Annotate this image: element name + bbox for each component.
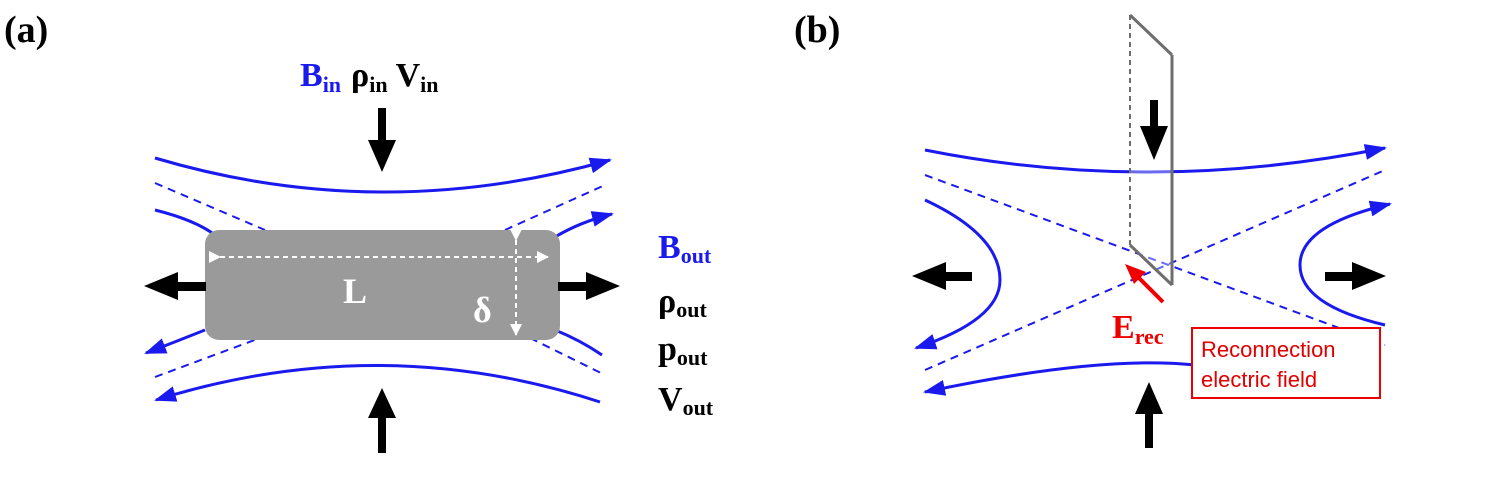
- outflow-v-symbol: V: [658, 381, 683, 418]
- outflow-rho-symbol: ρ: [658, 283, 676, 320]
- outflow-rho-subscript: out: [676, 297, 707, 322]
- separatrix-lower-right: [529, 337, 606, 376]
- separatrix-upper-left: [154, 182, 266, 231]
- inflow-b-symbol: B: [300, 57, 323, 94]
- diffusion-region: [205, 230, 560, 340]
- inflow-rho-subscript: in: [369, 72, 387, 97]
- outflow-v-label: Vout: [658, 381, 714, 420]
- outflow-b-label: Bout: [658, 229, 712, 268]
- outflow-arrow-right-b: [1325, 262, 1386, 290]
- panel-b-label: (b): [794, 9, 840, 51]
- inflow-arrow-bottom-b: [1135, 382, 1163, 448]
- field-line-bottom-b: [923, 361, 1196, 396]
- inflow-arrow-bottom: [368, 388, 396, 453]
- electric-field-label: Erec: [1112, 309, 1164, 349]
- panel-b: (b): [794, 9, 1392, 448]
- annotation-line-1: Reconnection: [1201, 337, 1336, 362]
- electric-field-arrow: [1125, 264, 1165, 304]
- panel-a-label: (a): [4, 9, 48, 51]
- outflow-rho-label: ρout: [658, 283, 707, 322]
- length-label: L: [343, 271, 367, 311]
- field-line-right-b: [1298, 200, 1392, 327]
- electric-field-subscript: rec: [1135, 324, 1164, 349]
- electric-field-symbol: E: [1112, 309, 1135, 346]
- outflow-p-symbol: p: [658, 331, 677, 368]
- inflow-v-subscript: in: [420, 72, 438, 97]
- outflow-v-subscript: out: [683, 395, 714, 420]
- field-line-top: [154, 156, 612, 194]
- inflow-v-symbol: V: [396, 57, 421, 94]
- outflow-arrow-left: [144, 272, 206, 300]
- outflow-p-subscript: out: [677, 345, 708, 370]
- outflow-arrow-left-b: [912, 262, 972, 290]
- field-line-upper-right: [554, 211, 614, 239]
- field-line-left-b: [914, 198, 1002, 350]
- inflow-rho-symbol: ρ: [351, 57, 369, 94]
- outflow-b-subscript: out: [681, 243, 712, 268]
- separatrix-upper-right: [504, 184, 606, 231]
- inflow-b-subscript: in: [323, 72, 341, 97]
- annotation-line-2: electric field: [1201, 367, 1317, 392]
- separatrix-lower-left: [154, 337, 261, 378]
- separatrix-b-down: [924, 174, 1386, 346]
- width-label: δ: [473, 290, 492, 330]
- outflow-b-symbol: B: [658, 229, 681, 266]
- field-line-lower-left: [144, 328, 206, 355]
- inflow-arrow-top-b: [1140, 100, 1168, 160]
- annotation-box: [1191, 327, 1381, 399]
- inflow-arrow-top: [368, 108, 396, 172]
- outflow-arrow-right: [558, 272, 620, 300]
- field-line-lower-right: [554, 328, 603, 357]
- field-line-top-b: [924, 144, 1387, 174]
- field-line-bottom: [154, 364, 601, 404]
- field-line-upper-left: [154, 208, 216, 237]
- outflow-p-label: pout: [658, 331, 708, 370]
